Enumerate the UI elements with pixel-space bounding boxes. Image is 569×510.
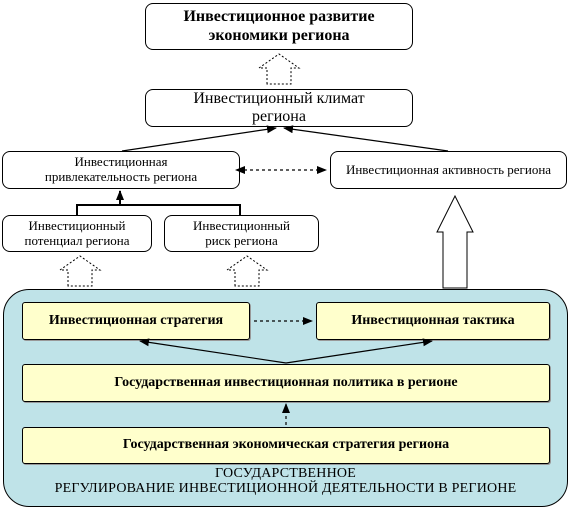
large-hollow-up-arrow-to-activity xyxy=(436,194,474,289)
panel-caption-line1: ГОСУДАРСТВЕННОЕ xyxy=(215,466,356,481)
node-investment-risk-label: Инвестиционный риск региона xyxy=(193,217,290,248)
node-investment-tactics-label: Инвестиционная тактика xyxy=(351,312,515,328)
arrow-policy-to-strategy xyxy=(139,338,287,364)
node-investment-climate-label: Инвестиционный климат региона xyxy=(193,89,365,125)
node-state-economic-strategy: Государственная экономическая стратегия … xyxy=(22,427,550,464)
node-state-investment-policy: Государственная инвестиционная политика … xyxy=(22,364,550,402)
arrow-activity-to-climate xyxy=(283,125,449,152)
node-investment-development: Инвестиционное развитие экономики регион… xyxy=(145,3,413,50)
hollow-up-arrow-to-potential xyxy=(58,255,102,287)
node-investment-risk: Инвестиционный риск региона xyxy=(164,215,319,252)
node-state-economic-strategy-label: Государственная экономическая стратегия … xyxy=(122,437,450,453)
node-investment-development-label: Инвестиционное развитие экономики регион… xyxy=(183,8,375,44)
arrow-policy-to-tactics xyxy=(285,338,433,364)
node-investment-activity-label: Инвестиционная активность региона xyxy=(345,161,552,177)
node-investment-strategy-label: Инвестиционная стратегия xyxy=(48,312,224,328)
node-investment-climate: Инвестиционный климат региона xyxy=(145,89,413,127)
node-investment-strategy: Инвестиционная стратегия xyxy=(22,302,250,340)
panel-caption: ГОСУДАРСТВЕННОЕ РЕГУЛИРОВАНИЕ ИНВЕСТИЦИО… xyxy=(3,466,568,497)
node-investment-potential-label: Инвестиционный потенциал региона xyxy=(24,217,130,248)
node-state-investment-policy-label: Государственная инвестиционная политика … xyxy=(114,374,458,390)
node-investment-attractiveness: Инвестиционная привлекательность региона xyxy=(2,151,240,189)
panel-caption-line2: РЕГУЛИРОВАНИЕ ИНВЕСТИЦИОННОЙ ДЕЯТЕЛЬНОСТ… xyxy=(54,481,517,497)
node-investment-potential: Инвестиционный потенциал региона xyxy=(2,215,152,252)
hollow-up-arrow-climate-to-development xyxy=(257,53,301,85)
hollow-up-arrow-to-risk xyxy=(225,255,269,287)
node-investment-attractiveness-label: Инвестиционная привлекательность региона xyxy=(44,154,198,184)
bracket-potential-risk-to-attractiveness xyxy=(76,204,241,215)
node-investment-activity: Инвестиционная активность региона xyxy=(330,151,567,189)
node-investment-tactics: Инвестиционная тактика xyxy=(316,302,550,340)
arrow-attractiveness-to-climate xyxy=(121,125,277,152)
